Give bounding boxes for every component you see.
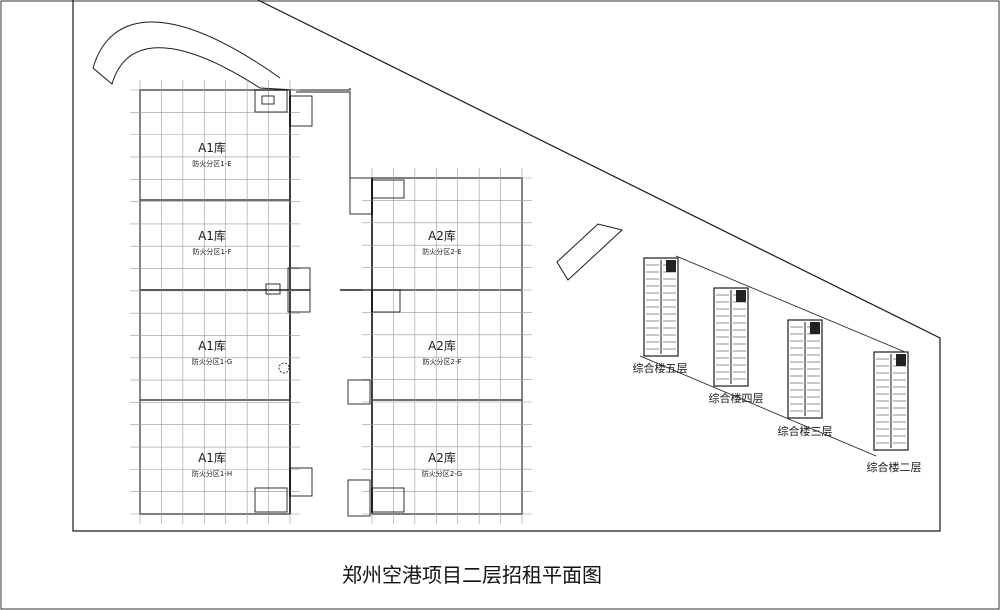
access-road-outer-curve — [92, 21, 281, 79]
access-road — [92, 47, 351, 91]
office-floor-label: 综合楼五层 — [633, 361, 688, 375]
warehouse-label: A2库 — [428, 338, 456, 353]
fire-zone-label: 防火分区1-G — [192, 357, 232, 366]
tower-core — [736, 290, 746, 302]
tower-core — [896, 354, 906, 366]
fire-zone-label: 防火分区1-H — [192, 469, 232, 478]
tower-core — [810, 322, 820, 334]
office-tower-plans — [643, 257, 909, 451]
office-tower-outline — [713, 287, 749, 387]
fire-zone-label: 防火分区2-G — [422, 469, 462, 478]
drawing-title: 郑州空港项目二层招租平面图 — [342, 563, 602, 587]
stair-cores — [254, 89, 405, 517]
warehouse-label: A1库 — [198, 140, 226, 155]
office-floor-label: 综合楼四层 — [709, 391, 764, 405]
warehouse-a2-building — [340, 168, 532, 524]
warehouse-label: A1库 — [198, 338, 226, 353]
office-tower-outline — [873, 351, 909, 451]
warehouse-a1-building — [130, 80, 310, 524]
landscape-island — [556, 223, 624, 281]
fire-zone-label: 防火分区1-E — [192, 159, 231, 168]
warehouse-label: A2库 — [428, 228, 456, 243]
tower-alignment-lines — [639, 255, 906, 457]
tower-core — [666, 260, 676, 272]
office-floor-label: 综合楼二层 — [867, 460, 922, 474]
connector-road — [296, 91, 351, 180]
warehouse-label: A2库 — [428, 450, 456, 465]
fire-zone-label: 防火分区2-E — [422, 247, 461, 256]
office-tower-outline — [787, 319, 823, 419]
site-boundary — [72, 0, 941, 532]
office-tower-outline — [643, 257, 679, 357]
fire-zone-label: 防火分区1-F — [192, 247, 231, 256]
warehouse-label: A1库 — [198, 450, 226, 465]
warehouse-label: A1库 — [198, 228, 226, 243]
office-floor-label: 综合楼三层 — [778, 424, 833, 438]
fire-zone-label: 防火分区2-F — [422, 357, 461, 366]
